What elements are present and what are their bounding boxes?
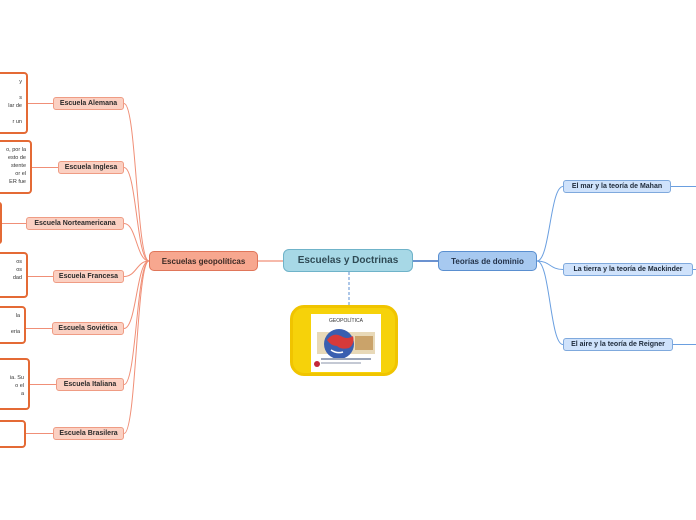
node-escuela-francesa[interactable]: Escuela Francesa <box>53 270 124 283</box>
node-teorias-de-dominio[interactable]: Teorías de dominio <box>438 251 537 271</box>
node-escuela-norteamericana[interactable]: Escuela Norteamericana <box>26 217 124 230</box>
detail-note-inglesa[interactable]: o, por la esto de stente or el ER fue <box>0 140 32 194</box>
left-branch-connector <box>123 223 150 262</box>
detail-note-sovietica[interactable]: la eria <box>0 306 26 344</box>
detail-note-francesa[interactable]: os os dad <box>0 252 28 298</box>
node-teoria-mahan[interactable]: El mar y la teoría de Mahan <box>563 180 671 193</box>
right-branch-connector <box>536 260 564 345</box>
detail-note-text: la eria <box>10 313 20 335</box>
detail-note-alemana[interactable]: y s lar de r un <box>0 72 28 134</box>
image-caption: GEOPOLÍTICA <box>329 318 363 324</box>
detail-note-text: ia. Su o el a <box>9 375 24 397</box>
detail-note-norteamericana[interactable] <box>0 202 2 244</box>
node-escuela-inglesa[interactable]: Escuela Inglesa <box>58 161 124 174</box>
image-node-geopolitica[interactable]: GEOPOLÍTICA <box>290 305 398 376</box>
node-escuela-sovietica[interactable]: Escuela Soviética <box>52 322 124 335</box>
right-branch-connector <box>536 186 564 262</box>
detail-note-text: os os dad <box>12 259 22 281</box>
right-branch-connector <box>536 260 564 270</box>
node-teoria-mackinder[interactable]: La tierra y la teoría de Mackinder <box>563 263 693 276</box>
geopolitica-image: GEOPOLÍTICA <box>311 314 381 372</box>
node-teoria-reigner[interactable]: El aire y la teoría de Reigner <box>563 338 673 351</box>
globe-illustration-icon <box>314 329 375 367</box>
left-branch-connector <box>123 260 150 434</box>
detail-note-italiana[interactable]: ia. Su o el a <box>0 358 30 410</box>
left-branch-connector <box>123 260 150 385</box>
left-branch-connector <box>123 167 150 262</box>
detail-note-brasilera[interactable] <box>0 420 26 448</box>
node-escuelas-geopoliticas[interactable]: Escuelas geopolíticas <box>149 251 258 271</box>
central-topic[interactable]: Escuelas y Doctrinas <box>283 249 413 272</box>
left-branch-connector <box>123 260 150 277</box>
left-branch-connector <box>123 103 150 262</box>
node-escuela-brasilera[interactable]: Escuela Brasilera <box>53 427 124 440</box>
detail-note-text: o, por la esto de stente or el ER fue <box>6 147 26 185</box>
left-branch-connector <box>123 260 150 329</box>
detail-note-text: y s lar de r un <box>8 79 22 125</box>
node-escuela-italiana[interactable]: Escuela Italiana <box>56 378 124 391</box>
node-escuela-alemana[interactable]: Escuela Alemana <box>53 97 124 110</box>
